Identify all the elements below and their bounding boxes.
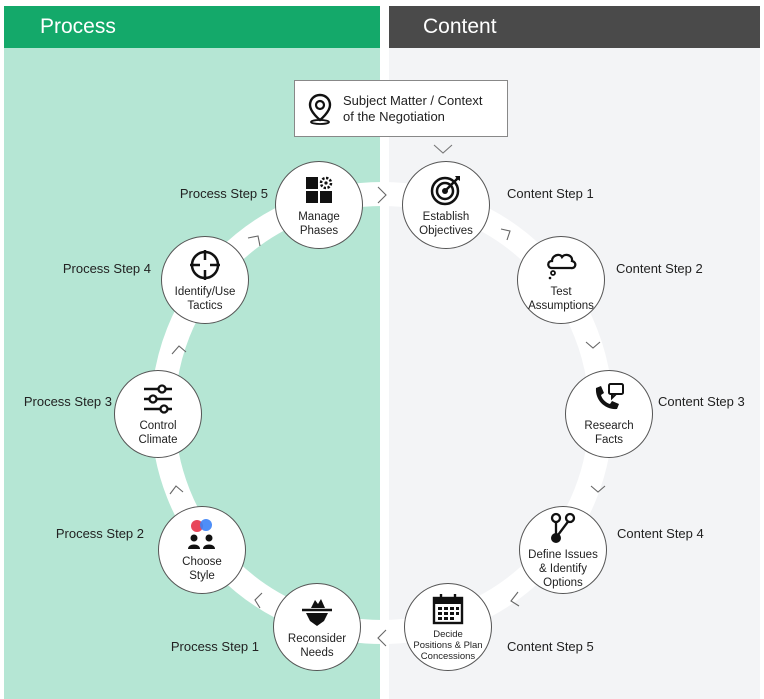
- flow-arrow: [377, 629, 387, 647]
- process-step-5-label: Process Step 5: [179, 186, 268, 201]
- blocks-gear-icon: [306, 176, 333, 203]
- crosshair-icon: [190, 249, 220, 280]
- flow-arrow: [254, 592, 263, 609]
- process-step-4-label: Process Step 4: [62, 261, 151, 276]
- flow-arrow: [171, 345, 187, 355]
- content-node-3-label: Research Facts: [584, 419, 634, 446]
- process-step-2-label: Process Step 2: [55, 526, 144, 541]
- calendar-icon: [432, 594, 464, 625]
- sliders-icon: [144, 383, 172, 414]
- process-node-2-label: Choose Style: [182, 555, 222, 582]
- content-node-4-label: Define Issues & Identify Options: [528, 548, 598, 589]
- flow-arrow: [500, 228, 511, 241]
- process-node-2: Choose Style: [158, 506, 246, 594]
- content-step-3-label: Content Step 3: [658, 394, 745, 409]
- process-step-3-label: Process Step 3: [23, 394, 112, 409]
- network-icon: [550, 512, 576, 543]
- iceberg-icon: [302, 598, 332, 626]
- target-icon: [430, 175, 460, 205]
- process-node-3: Control Climate: [114, 370, 202, 458]
- content-step-2-label: Content Step 2: [616, 261, 703, 276]
- process-node-5-label: Manage Phases: [298, 210, 340, 237]
- connector-arrow: [433, 144, 453, 154]
- flow-arrows: [169, 144, 606, 647]
- content-header-title: Content: [423, 15, 497, 38]
- content-node-1-label: Establish Objectives: [419, 210, 473, 237]
- process-node-4: Identify/Use Tactics: [161, 236, 249, 324]
- phone-chat-icon: [595, 382, 624, 409]
- flow-arrow: [585, 341, 601, 349]
- process-node-3-label: Control Climate: [138, 419, 178, 446]
- flow-arrow: [247, 235, 261, 247]
- content-step-4-label: Content Step 4: [617, 526, 704, 541]
- process-header: Process: [4, 6, 380, 48]
- subject-context-box: Subject Matter / Context of the Negotiat…: [294, 80, 508, 137]
- content-node-4: Define Issues & Identify Options: [519, 506, 607, 594]
- content-step-1-label: Content Step 1: [507, 186, 594, 201]
- flow-arrow: [510, 591, 520, 607]
- flow-arrow: [377, 186, 387, 204]
- subject-text: Subject Matter / Context of the Negotiat…: [343, 92, 483, 124]
- process-node-4-label: Identify/Use Tactics: [174, 285, 236, 312]
- content-node-2-label: Test Assumptions: [528, 285, 594, 312]
- content-node-5-label: Decide Positions & Plan Concessions: [413, 629, 483, 662]
- content-node-2: Test Assumptions: [517, 236, 605, 324]
- process-node-5: Manage Phases: [275, 161, 363, 249]
- content-node-3: Research Facts: [565, 370, 653, 458]
- thought-cloud-icon: [547, 253, 577, 279]
- process-step-1-label: Process Step 1: [170, 639, 259, 654]
- people-chat-icon: [188, 518, 215, 549]
- location-pin-icon: [308, 93, 332, 125]
- content-step-5-label: Content Step 5: [507, 639, 594, 654]
- process-node-1-label: Reconsider Needs: [287, 632, 347, 659]
- flow-arrow: [169, 485, 184, 495]
- process-node-1: Reconsider Needs: [273, 583, 361, 671]
- content-node-5: Decide Positions & Plan Concessions: [404, 583, 492, 671]
- process-header-title: Process: [40, 15, 116, 38]
- content-header: Content: [389, 6, 760, 48]
- flow-arrow: [590, 485, 606, 493]
- content-node-1: Establish Objectives: [402, 161, 490, 249]
